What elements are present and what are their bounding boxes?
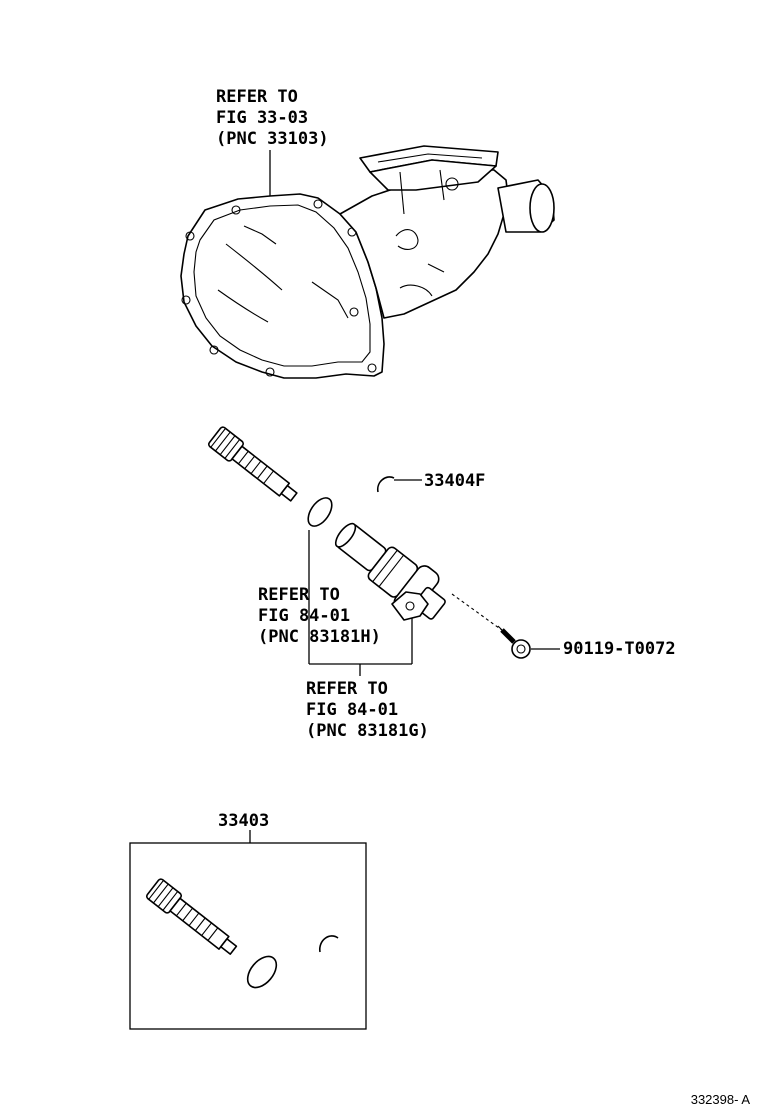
oring-ref-line-1: REFER TO [258, 585, 340, 605]
kit-clip-illustration [319, 935, 339, 953]
oring-ref-line-3: (PNC 83181H) [258, 627, 381, 647]
oring-ref-line-2: FIG 84-01 [258, 606, 350, 626]
driven-gear-illustration [207, 426, 298, 502]
bolt-part-number: 90119-T0072 [563, 639, 676, 659]
sleeve-ref-line-3: (PNC 83181G) [306, 721, 429, 741]
o-ring-illustration [307, 497, 333, 527]
clip-illustration [376, 476, 395, 493]
case-ref-line-3: (PNC 33103) [216, 129, 329, 149]
sleeve-ref-line-1: REFER TO [306, 679, 388, 699]
case-ref-line-1: REFER TO [216, 87, 298, 107]
kit-contents-box [129, 842, 367, 1030]
figure-id: 332398- A [691, 1092, 751, 1107]
kit-driven-gear-illustration [145, 878, 238, 955]
sleeve-bracket [391, 591, 429, 621]
kit-part-number: 33403 [218, 811, 269, 831]
transmission-case-illustration [180, 145, 555, 379]
case-ref-line-2: FIG 33-03 [216, 108, 308, 128]
clip-part-number: 33404F [424, 471, 485, 491]
kit-o-ring-illustration [246, 955, 278, 989]
sleeve-ref-line-2: FIG 84-01 [306, 700, 398, 720]
bolt-illustration [497, 625, 531, 659]
